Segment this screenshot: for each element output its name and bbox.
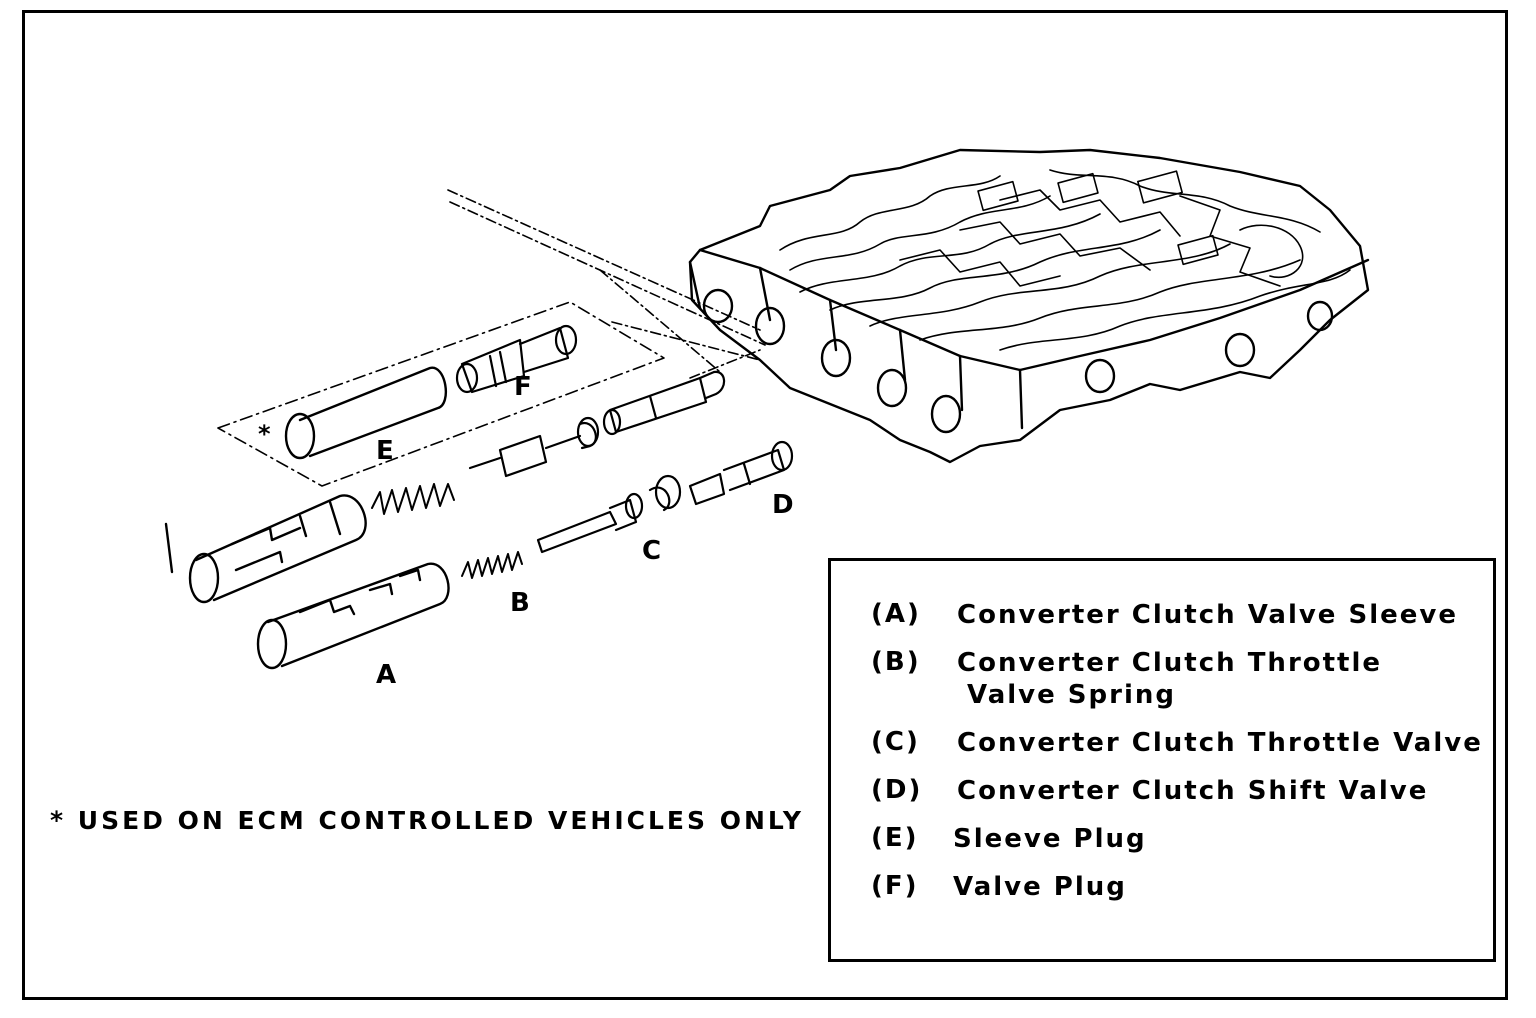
part-b-spring	[461, 551, 523, 579]
legend-key: (F)	[871, 871, 919, 901]
part-c-throttle-valve	[536, 474, 682, 554]
label-b: B	[510, 588, 530, 618]
label-e: E	[376, 436, 394, 466]
label-a: A	[376, 660, 397, 690]
part-f-valve-plug	[455, 324, 578, 394]
part-e-sleeve-plug	[284, 366, 447, 460]
upper-shift-valve	[468, 370, 726, 478]
legend-text: Converter Clutch Throttle Valve	[957, 728, 1483, 758]
optional-parts-outline	[217, 301, 665, 487]
legend-key: (D)	[871, 775, 923, 805]
part-d-shift-valve	[688, 440, 794, 506]
legend-key: (E)	[871, 823, 919, 853]
legend-key: (C)	[871, 727, 920, 757]
valve-body	[688, 148, 1370, 464]
label-d: D	[772, 490, 794, 520]
legend-text: Converter Clutch Valve Sleeve	[957, 600, 1458, 630]
label-c: C	[642, 536, 662, 566]
legend-key: (A)	[871, 599, 921, 629]
legend-key: (B)	[871, 647, 921, 677]
legend-text: Sleeve Plug	[953, 824, 1147, 854]
legend-box: (A) Converter Clutch Valve Sleeve (B) Co…	[828, 558, 1496, 962]
label-f: F	[514, 372, 532, 402]
legend-text: Converter Clutch Throttle	[957, 648, 1383, 678]
upper-spring	[371, 483, 455, 515]
part-a-sleeve-upper	[164, 494, 367, 604]
asterisk-marker: *	[258, 420, 271, 448]
part-a-sleeve-lower	[256, 562, 450, 670]
legend-text-continued: Valve Spring	[967, 680, 1176, 710]
diagram-frame	[22, 10, 1508, 1000]
legend-text: Valve Plug	[953, 872, 1127, 902]
legend-text: Converter Clutch Shift Valve	[957, 776, 1429, 806]
footnote: * USED ON ECM CONTROLLED VEHICLES ONLY	[50, 806, 805, 835]
